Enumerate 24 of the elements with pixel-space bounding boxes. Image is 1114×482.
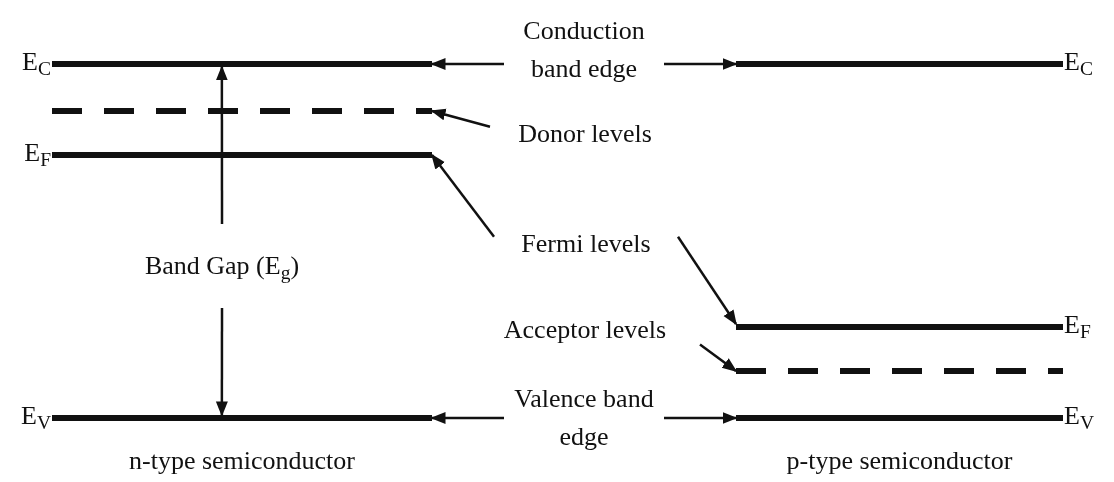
energy-symbol: E$_{V}$ <box>21 401 51 431</box>
arrow <box>664 58 738 70</box>
energy-symbol: E$_{C}$ <box>22 47 51 77</box>
panel-caption: p-type semiconductor <box>785 445 1014 477</box>
arrow <box>431 153 495 238</box>
callout-text: Donor levels <box>518 118 652 150</box>
energy-symbol: E$_{F}$ <box>24 138 51 168</box>
arrow <box>699 343 738 372</box>
callout-text: Fermi levels <box>521 228 651 260</box>
callout-text: Conduction band edge <box>522 15 646 85</box>
energy-symbol: E$_{F}$ <box>1064 310 1091 340</box>
energy-symbol: E$_{V}$ <box>1064 401 1094 431</box>
callout-text: Valence band edge <box>513 383 655 453</box>
arrow <box>430 412 504 424</box>
panel-caption: n-type semiconductor <box>128 445 356 477</box>
arrow <box>676 236 738 326</box>
callout-text: Acceptor levels <box>503 314 667 346</box>
arrow <box>664 412 738 424</box>
arrow <box>430 58 504 70</box>
arrow <box>215 308 228 417</box>
callout-text: Band Gap (E$_{g}$) <box>144 250 300 285</box>
energy-symbol: E$_{C}$ <box>1064 47 1093 77</box>
arrow <box>430 108 491 128</box>
arrow <box>215 65 228 224</box>
